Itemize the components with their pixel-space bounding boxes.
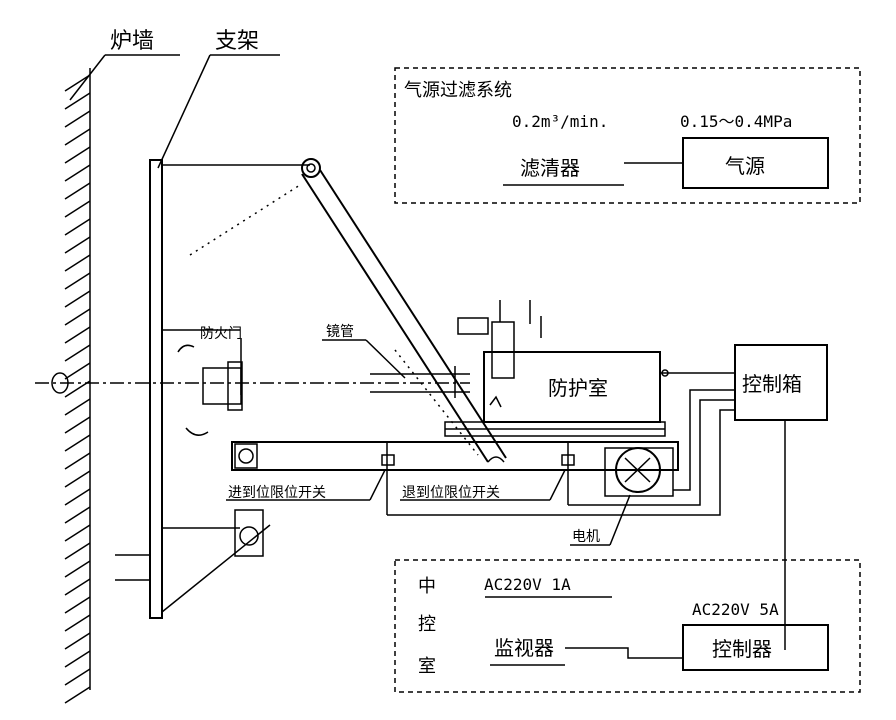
wall-hatch-line [64,254,91,272]
wall-hatch-line [64,434,91,452]
wall-hatch-line [64,326,91,344]
air-source-label: 气源 [725,154,765,178]
wall-hatch-line [64,578,91,596]
wall-hatch-line [64,524,91,542]
wall-hatch-line [64,560,91,578]
wall-hatch-line [64,182,91,200]
leader-lines [69,54,631,546]
central-control-room [394,559,861,693]
lens-tube [370,366,470,398]
wall-hatch-line [64,470,91,488]
label-advance-limit-switch: 进到位限位开关 [228,485,326,501]
label-fire-door: 防火门 [200,326,242,342]
control-room-char-2: 控 [418,614,436,635]
wall-hatch-line [64,668,91,686]
wall-hatch-line [64,218,91,236]
wall-hatch-line [64,344,91,362]
wall-hatch-line [64,614,91,632]
wall-hatch-line [64,596,91,614]
wall-hatch-line [64,308,91,326]
label-control-box: 控制箱 [742,372,802,396]
air-pressure-value: 0.15～0.4MPa [680,112,792,131]
label-protection-room: 防护室 [548,376,608,400]
filter-label: 滤清器 [520,156,580,180]
label-lens-tube: 镜管 [326,324,354,340]
wall-hatch-line [64,128,91,146]
control-room-char-1: 中 [418,576,436,597]
wall-hatch-line [64,506,91,524]
control-box [734,344,828,421]
control-room-char-3: 室 [418,656,436,677]
wall-hatch-line [64,92,91,110]
label-motor: 电机 [572,529,600,545]
rail [231,441,679,515]
wall-hatch-line [64,110,91,128]
protection-room [444,300,666,437]
wall-hatch-line [64,416,91,434]
label-bracket: 支架 [215,29,259,54]
wall-hatch-line [64,452,91,470]
wiring [387,369,786,650]
label-furnace-wall: 炉墙 [110,29,154,54]
bracket-frame [115,159,310,619]
wall-hatch-line [64,542,91,560]
power-5a-label: AC220V 5A [692,600,779,619]
wall-hatch-line [64,290,91,308]
wall-hatch-line [64,686,91,704]
fire-door [177,338,243,436]
air-flow-value: 0.2m³/min. [512,112,608,131]
wall-hatch-line [64,236,91,254]
controller-label: 控制器 [712,637,772,661]
motor [604,447,674,497]
diagonal-strut [301,158,507,463]
wall-hatch-line [64,398,91,416]
monitor-label: 监视器 [494,636,554,660]
wall-hatch-line [64,200,91,218]
power-1a-label: AC220V 1A [484,575,571,594]
wall-hatch-line [64,272,91,290]
wall-hatch-line [64,362,91,380]
lower-wheel [234,509,264,557]
wall-hatch-line [64,146,91,164]
furnace-wall [64,68,91,704]
air-filter-system [394,67,861,204]
wall-hatch-line [64,488,91,506]
wall-hatch-line [64,650,91,668]
air-system-title: 气源过滤系统 [404,80,512,101]
wall-hatch-line [64,632,91,650]
wall-hatch-line [64,164,91,182]
wall-hatch-line [64,74,91,92]
label-retract-limit-switch: 退到位限位开关 [402,485,500,501]
